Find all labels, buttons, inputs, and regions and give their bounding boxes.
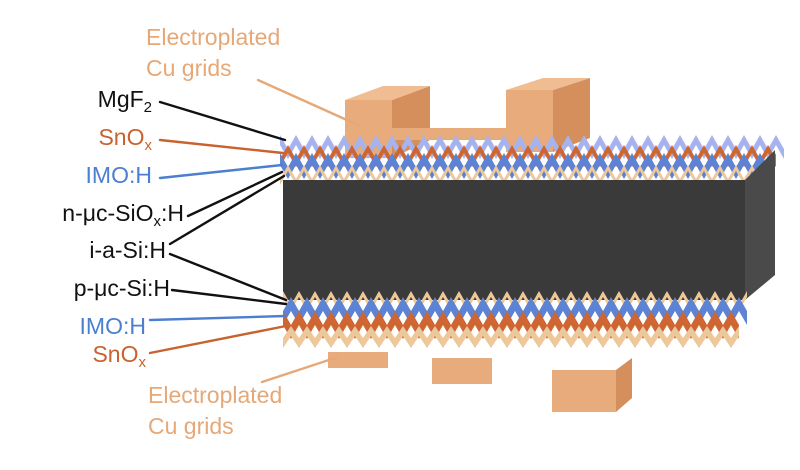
- layer-label-mgf2: MgF2: [97, 86, 152, 116]
- imo-top-layer: [280, 153, 776, 179]
- top-copper-bridge: [392, 128, 506, 140]
- bottom-copper-finger-3-side: [616, 358, 632, 412]
- bottom-edge-layer: [283, 326, 739, 348]
- wafer-side-face: [745, 150, 775, 300]
- layer-label-n-uc-siox: n-μc-SiOx:H: [62, 200, 184, 230]
- leader-mgf2: [158, 100, 287, 142]
- top-grid-label-line1: Electroplated: [146, 24, 281, 50]
- leader-snox-top: [158, 138, 285, 155]
- leader-i-a-si-bot: [168, 252, 288, 302]
- top-grid-label: Electroplated Cu grids: [146, 22, 280, 84]
- layer-label-p-uc-si: p-μc-Si:H: [73, 275, 170, 301]
- wafer-front-face: [283, 180, 745, 300]
- leader-imo-top: [158, 163, 284, 180]
- layer-label-snox-top: SnOx: [98, 124, 152, 154]
- leader-bottom-grid: [260, 355, 340, 384]
- layer-label-snox-bottom: SnOx: [92, 341, 146, 371]
- bottom-copper-finger-2: [432, 358, 492, 384]
- leader-i-a-si-top: [168, 174, 286, 246]
- snox-top-layer: [280, 145, 776, 167]
- top-grid-label-line2: Cu grids: [146, 55, 232, 81]
- top-copper-finger-right-top: [506, 78, 590, 90]
- top-copper-finger-right-side: [553, 78, 590, 152]
- leader-n-uc: [186, 170, 284, 218]
- bottom-copper-finger-1: [328, 352, 388, 368]
- bottom-copper-finger-3: [552, 370, 616, 412]
- layer-label-imo-bottom: IMO:H: [79, 313, 146, 339]
- top-copper-finger-right: [506, 90, 553, 152]
- bottom-grid-label-line1: Electroplated: [148, 382, 283, 408]
- bottom-grid-label-line2: Cu grids: [148, 413, 234, 439]
- leader-top-grid: [256, 78, 360, 127]
- layer-label-imo-top: IMO:H: [85, 162, 152, 188]
- leader-snox-bot: [148, 324, 288, 355]
- bottom-grid-label: Electroplated Cu grids: [148, 380, 282, 442]
- top-copper-finger-left-top: [345, 86, 430, 100]
- layer-label-i-a-si: i-a-Si:H: [89, 237, 166, 263]
- leader-imo-bot: [148, 314, 287, 322]
- leader-p-uc: [170, 288, 288, 306]
